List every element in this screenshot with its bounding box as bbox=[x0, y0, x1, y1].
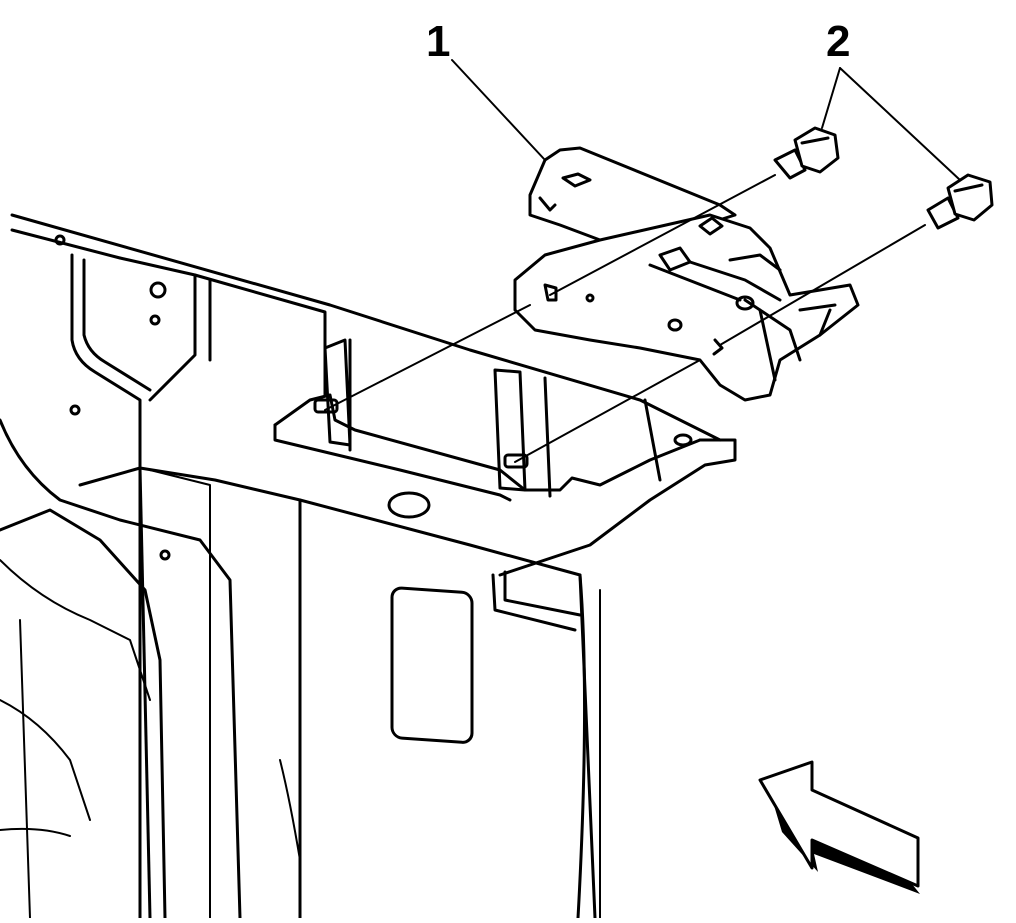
bolt-lower bbox=[926, 173, 994, 230]
callout-1-label: 1 bbox=[426, 17, 451, 66]
mounting-tray bbox=[273, 338, 737, 632]
leader-lines bbox=[324, 59, 961, 463]
body-panel bbox=[0, 213, 722, 920]
callout-2-label: 2 bbox=[826, 17, 851, 66]
bolt-upper bbox=[773, 126, 840, 180]
view-arrow-icon bbox=[758, 760, 920, 894]
module-bracket bbox=[513, 146, 860, 402]
